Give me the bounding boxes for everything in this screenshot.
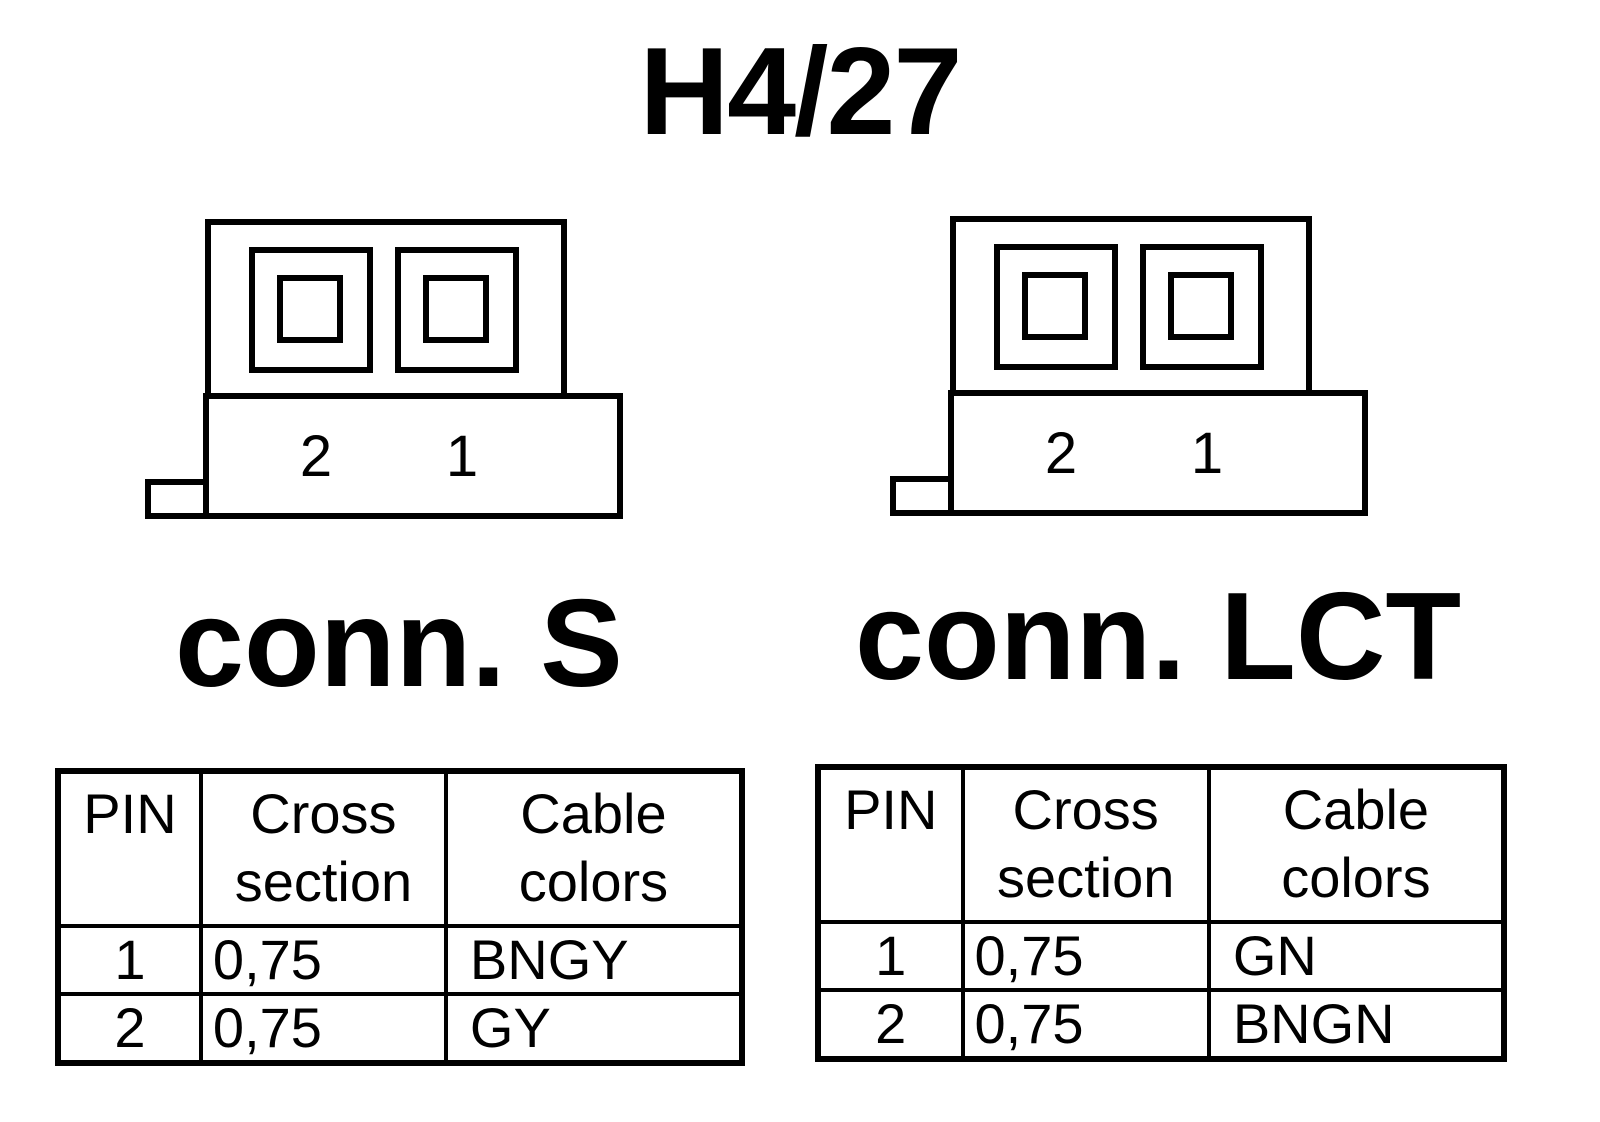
cross-section-header: Cross section xyxy=(960,765,1211,924)
table-row: 1 0,75 GN xyxy=(816,920,1507,992)
cable-colors-header: Cable colors xyxy=(443,769,745,928)
diagram-title: H4/27 xyxy=(639,23,963,161)
table-row: 2 0,75 BNGN xyxy=(816,988,1507,1061)
connector-s-base xyxy=(203,393,623,519)
connector-s-latch xyxy=(145,479,213,519)
connector-s-drawing: 2 1 xyxy=(145,219,623,519)
connector-s-cavity-2-inner xyxy=(277,275,343,343)
cross-section-header: Cross section xyxy=(198,769,448,928)
connector-lct-pin-table: PIN Cross section Cable colors 1 0,75 GN… xyxy=(815,764,1507,1062)
connector-lct-latch xyxy=(890,476,958,516)
cable-color-cell: GY xyxy=(443,992,745,1065)
table-header-row: PIN Cross section Cable colors xyxy=(816,765,1507,924)
connector-lct-pin-label-2: 2 xyxy=(1045,421,1077,486)
cable-colors-header: Cable colors xyxy=(1206,765,1507,924)
connector-lct-drawing: 2 1 xyxy=(890,216,1368,516)
connector-s-pin-label-1: 1 xyxy=(446,424,478,489)
pin-header: PIN xyxy=(56,769,203,928)
connector-lct-pin-label-1: 1 xyxy=(1191,421,1223,486)
table-row: 2 0,75 GY xyxy=(56,992,745,1065)
pin-cell: 2 xyxy=(816,988,965,1061)
pin-cell: 2 xyxy=(56,992,203,1065)
cross-section-cell: 0,75 xyxy=(960,988,1211,1061)
connector-s-pin-label-2: 2 xyxy=(300,424,332,489)
pin-cell: 1 xyxy=(56,924,203,996)
connector-s-cavity-1-inner xyxy=(423,275,489,343)
cross-section-cell: 0,75 xyxy=(198,924,448,996)
pin-header: PIN xyxy=(816,765,965,924)
connector-lct-cavity-1-inner xyxy=(1168,272,1234,340)
connector-s-label: conn. S xyxy=(175,575,623,713)
connector-lct-label: conn. LCT xyxy=(855,568,1462,706)
cable-color-cell: BNGY xyxy=(443,924,745,996)
connector-lct-cavity-2-inner xyxy=(1022,272,1088,340)
connector-lct-base xyxy=(948,390,1368,516)
connector-s-pin-table: PIN Cross section Cable colors 1 0,75 BN… xyxy=(55,768,745,1066)
cable-color-cell: GN xyxy=(1206,920,1507,992)
cable-color-cell: BNGN xyxy=(1206,988,1507,1061)
table-header-row: PIN Cross section Cable colors xyxy=(56,769,745,928)
cross-section-cell: 0,75 xyxy=(198,992,448,1065)
table-row: 1 0,75 BNGY xyxy=(56,924,745,996)
pin-cell: 1 xyxy=(816,920,965,992)
cross-section-cell: 0,75 xyxy=(960,920,1211,992)
